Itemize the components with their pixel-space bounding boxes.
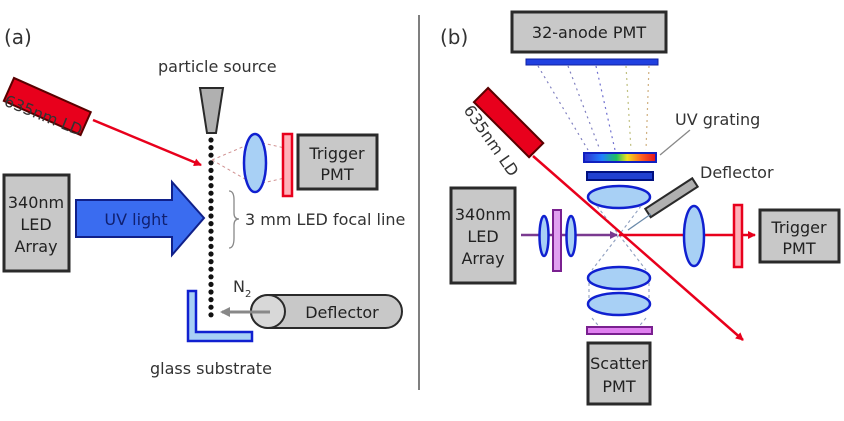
- led-array-label-line2: LED: [20, 215, 51, 234]
- particle-dot: [208, 274, 214, 280]
- led-array-label-line3: Array: [14, 237, 57, 256]
- particle-source-nozzle: [198, 87, 225, 134]
- trigger-pmt-label-line1: Trigger: [308, 144, 365, 163]
- pmt-window: [525, 58, 659, 66]
- n2-label: N2: [233, 277, 251, 300]
- deflector-label: Deflector: [305, 303, 379, 322]
- particle-dot: [208, 266, 214, 272]
- deflector-b-flow: [627, 213, 652, 231]
- trigger-pmt-b-label-line1: Trigger: [770, 218, 827, 237]
- particle-stream: [208, 137, 214, 318]
- trigger-lens-b: [682, 204, 706, 268]
- panel-a-label: (a): [4, 25, 32, 49]
- glass-substrate: [186, 289, 254, 343]
- anode-pmt-label: 32-anode PMT: [532, 23, 646, 42]
- led-filter: [552, 209, 562, 272]
- led-array-b-label-line1: 340nm: [455, 205, 511, 224]
- particle-source-label: particle source: [158, 57, 277, 76]
- focal-line-label: 3 mm LED focal line: [245, 210, 405, 229]
- particle-dot: [208, 312, 214, 318]
- deflector: [250, 294, 403, 329]
- top-lens: [586, 184, 652, 210]
- particle-dot: [208, 213, 214, 219]
- led-array-b-label-line3: Array: [461, 249, 504, 268]
- glass-substrate-label: glass substrate: [150, 359, 272, 378]
- led-array-b-label-line2: LED: [467, 227, 498, 246]
- particle-dot: [208, 137, 214, 143]
- focal-line-bracket: [228, 190, 240, 249]
- bottom-lens-2: [586, 291, 652, 317]
- red-filter: [281, 132, 294, 198]
- led-array-label-line1: 340nm: [8, 193, 64, 212]
- bottom-lens-1: [586, 265, 652, 291]
- particle-dot: [208, 228, 214, 234]
- led-lens-1: [538, 214, 550, 258]
- particle-dot: [208, 198, 214, 204]
- particle-dot: [208, 289, 214, 295]
- particle-dot: [208, 221, 214, 227]
- panel-b: (b) 32-anode PMT UV grating Deflector: [440, 10, 841, 406]
- led-array-box: [2, 173, 71, 273]
- uv-light-label: UV light: [104, 210, 167, 229]
- led-lens-2: [565, 214, 577, 258]
- particle-dot: [208, 243, 214, 249]
- scatter-pmt-label-line2: PMT: [602, 377, 635, 396]
- laser-diode-b: [472, 86, 545, 159]
- panel-a: (a) particle source 635nm LD Trigger PMT…: [2, 25, 406, 378]
- lens: [242, 132, 268, 194]
- uv-light-arrow: [75, 179, 206, 258]
- particle-dot: [208, 190, 214, 196]
- trigger-pmt-label-line2: PMT: [320, 165, 353, 184]
- particle-dot: [208, 205, 214, 211]
- particle-dot: [208, 183, 214, 189]
- particle-dot: [208, 259, 214, 265]
- particle-dot: [208, 175, 214, 181]
- scatter-pmt-box: [586, 341, 652, 406]
- particle-dot: [208, 145, 214, 151]
- particle-dot: [208, 167, 214, 173]
- laser-beam: [92, 118, 202, 167]
- uv-grating: [583, 152, 657, 163]
- scatter-filter: [586, 326, 653, 335]
- particle-dot: [208, 281, 214, 287]
- panel-b-label: (b): [440, 25, 468, 49]
- laser-diode: [2, 76, 93, 137]
- uv-grating-pointer: [659, 129, 691, 156]
- scatter-pmt-label-line1: Scatter: [590, 354, 648, 373]
- trigger-pmt-box: [296, 133, 379, 191]
- laser-beam-b: [532, 155, 744, 341]
- deflector-b: [643, 176, 700, 219]
- particle-dot: [208, 251, 214, 257]
- trigger-filter-b: [732, 203, 744, 269]
- particle-dot: [208, 297, 214, 303]
- spectral-rays: [537, 65, 650, 151]
- anode-pmt-box: [510, 10, 668, 54]
- deflector-b-label: Deflector: [700, 163, 774, 182]
- trigger-pmt-b-label-line2: PMT: [782, 239, 815, 258]
- uv-grating-label: UV grating: [675, 110, 760, 129]
- blue-filter: [586, 171, 654, 181]
- particle-dot: [208, 236, 214, 242]
- particle-dot: [208, 152, 214, 158]
- particle-dot: [208, 160, 214, 166]
- particle-dot: [208, 304, 214, 310]
- trigger-pmt-b-box: [758, 208, 841, 264]
- led-array-b-box: [449, 186, 517, 285]
